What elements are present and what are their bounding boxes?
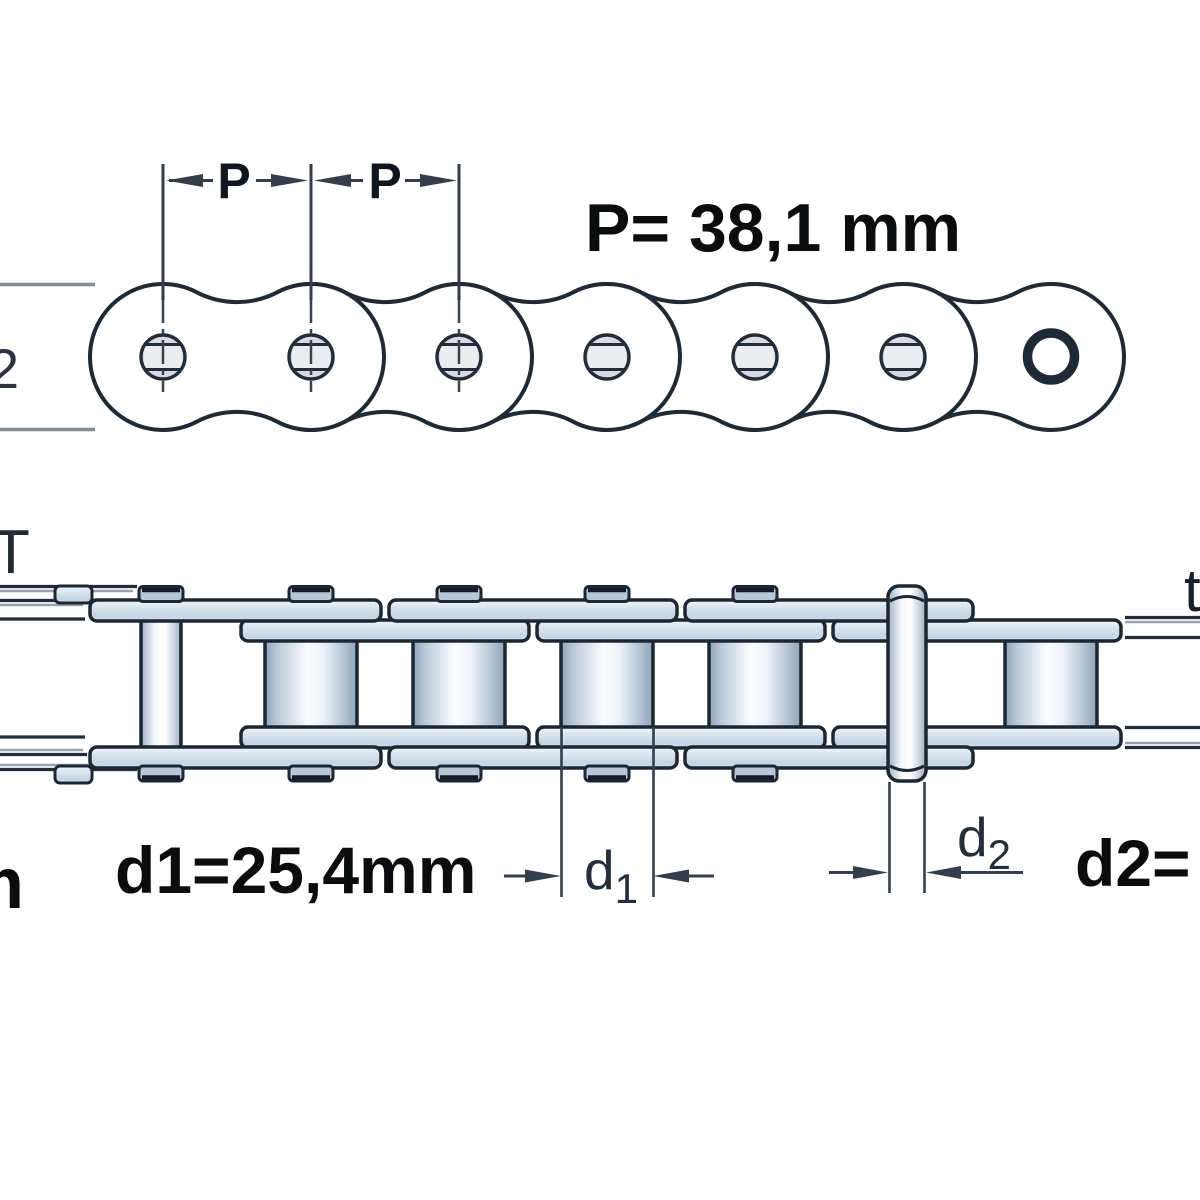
d1-value-label: d1=25,4mm bbox=[115, 833, 476, 907]
outer-plate bbox=[88, 598, 383, 623]
arrowhead-left bbox=[926, 866, 961, 879]
pitch-value-label: P= 38,1 mm bbox=[585, 190, 961, 266]
roller bbox=[1003, 638, 1099, 739]
pin-cap bbox=[585, 766, 629, 781]
pin-end bbox=[879, 333, 927, 381]
inner-plate bbox=[239, 618, 531, 643]
d1-symbol-label: d1 bbox=[584, 839, 638, 912]
pin-cap bbox=[733, 587, 777, 602]
outer-plate bbox=[387, 598, 679, 623]
pin-cap bbox=[733, 766, 777, 781]
inner-plate bbox=[535, 618, 827, 643]
plate-thickness-label-left: T bbox=[0, 518, 30, 587]
chain-link bbox=[88, 282, 386, 432]
pin-centerlines bbox=[161, 299, 461, 392]
arrowhead-right bbox=[271, 174, 308, 187]
pin-cap bbox=[585, 587, 629, 602]
left-bottom-partial-label: m bbox=[0, 844, 24, 924]
pin-cap bbox=[139, 766, 183, 781]
inner-plate bbox=[831, 618, 1123, 643]
broken-plate-end bbox=[53, 764, 94, 785]
broken-edge-lines-right bbox=[1125, 615, 1200, 750]
pin-cap bbox=[437, 587, 481, 602]
rollers bbox=[263, 638, 1099, 739]
outer-plate bbox=[387, 745, 679, 770]
arrowhead-left bbox=[314, 174, 351, 187]
inner-plate bbox=[535, 725, 827, 750]
arrowhead-right bbox=[420, 174, 457, 187]
outer-plate bbox=[683, 745, 975, 770]
pitch-dimension: P P bbox=[161, 153, 461, 300]
pin-cap bbox=[289, 587, 333, 602]
inner-plate bbox=[831, 725, 1123, 750]
plate-thickness-label-right: t bbox=[1184, 557, 1200, 624]
pin-cap bbox=[289, 766, 333, 781]
pitch-label-right: P bbox=[368, 153, 401, 209]
roller bbox=[411, 638, 507, 739]
roller bbox=[707, 638, 803, 739]
side-view-chain bbox=[0, 584, 1200, 785]
pin-end bbox=[583, 333, 631, 381]
inner-plate bbox=[239, 725, 531, 750]
roller bbox=[263, 638, 359, 739]
pin-end bbox=[731, 333, 779, 381]
roller bbox=[559, 638, 655, 739]
broken-plate-end bbox=[53, 584, 94, 605]
arrowhead-right bbox=[525, 869, 561, 883]
arrowhead-left bbox=[653, 869, 689, 883]
empty-pin-hole bbox=[1022, 328, 1080, 385]
pitch-label-left: P bbox=[217, 153, 250, 209]
broken-edge-lines-left bbox=[0, 584, 137, 785]
outer-plate bbox=[88, 745, 383, 770]
top-view-chain bbox=[0, 282, 1126, 432]
arrowhead-right bbox=[853, 866, 888, 879]
left-edge-partial-label: 2 bbox=[0, 337, 19, 400]
broken-chain-lines-left-top bbox=[0, 282, 95, 432]
pin-cap bbox=[139, 587, 183, 602]
d2-value-label: d2= bbox=[1075, 826, 1191, 900]
d2-dimension: d2 bbox=[829, 782, 1023, 893]
arrowhead-left bbox=[166, 174, 203, 187]
pin-cap bbox=[437, 766, 481, 781]
d2-symbol-label: d2 bbox=[957, 806, 1011, 878]
d1-dimension: d1 bbox=[504, 727, 714, 912]
connecting-pin bbox=[886, 584, 928, 783]
inner-plates bbox=[239, 618, 1123, 750]
outer-plate bbox=[683, 598, 975, 623]
bushing bbox=[139, 610, 183, 760]
